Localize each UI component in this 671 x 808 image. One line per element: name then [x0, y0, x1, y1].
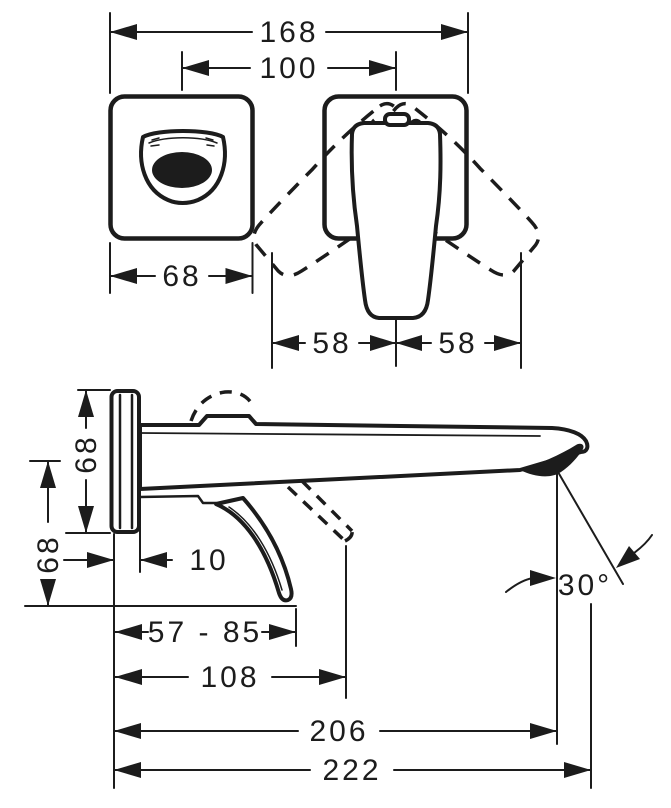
dim-58-right-label: 58	[438, 327, 477, 360]
dimension-100: 100	[181, 51, 397, 91]
dim-168-label: 168	[259, 16, 318, 49]
dim-108-label: 108	[200, 661, 259, 694]
spout-side	[138, 414, 590, 491]
dimension-206: 206	[113, 715, 558, 748]
angle-30-label: 30°	[558, 569, 612, 602]
angle-30-annotation: 30°	[505, 471, 653, 789]
dimension-68-plate: 68	[65, 389, 111, 534]
dimension-57-85: 57 - 85	[114, 608, 297, 649]
lever-side	[138, 479, 354, 603]
front-view: 168 100	[108, 12, 556, 369]
lever-handle-front	[349, 112, 443, 320]
handle-plate-front	[237, 91, 556, 367]
spout-outline	[138, 414, 590, 491]
dim-10-label: 10	[189, 544, 228, 577]
lever-raised-dashed	[189, 390, 254, 422]
spout-plate-front	[108, 94, 255, 241]
aerator-opening	[152, 152, 212, 188]
dim-100-label: 100	[259, 52, 318, 85]
dimension-222: 222	[113, 754, 592, 787]
dimension-68-clearance: 68	[24, 460, 297, 607]
dimension-58-58: 58 58	[271, 252, 522, 369]
dim-68-plate-label: 68	[70, 434, 103, 473]
dimension-168: 168	[109, 12, 469, 94]
dim-68-front-label: 68	[162, 260, 201, 293]
stream-angle-line	[557, 471, 624, 585]
dim-206-label: 206	[309, 715, 368, 748]
dimension-108: 108	[114, 545, 347, 699]
aerator-side	[520, 443, 584, 477]
spout-plate-outline	[108, 94, 255, 241]
dim-68-clearance-label: 68	[32, 534, 65, 573]
dim-222-label: 222	[322, 754, 381, 787]
spout-outlet-front	[139, 129, 227, 205]
dim-58-left-label: 58	[312, 327, 351, 360]
dimension-10: 10	[63, 526, 228, 577]
side-view: 68 68 10 30°	[24, 389, 653, 789]
lever-alt-dashed	[286, 485, 347, 543]
dimension-68-front: 68	[109, 242, 254, 294]
wall-plate-side	[109, 389, 141, 534]
dim-57-85-label: 57 - 85	[148, 616, 262, 649]
